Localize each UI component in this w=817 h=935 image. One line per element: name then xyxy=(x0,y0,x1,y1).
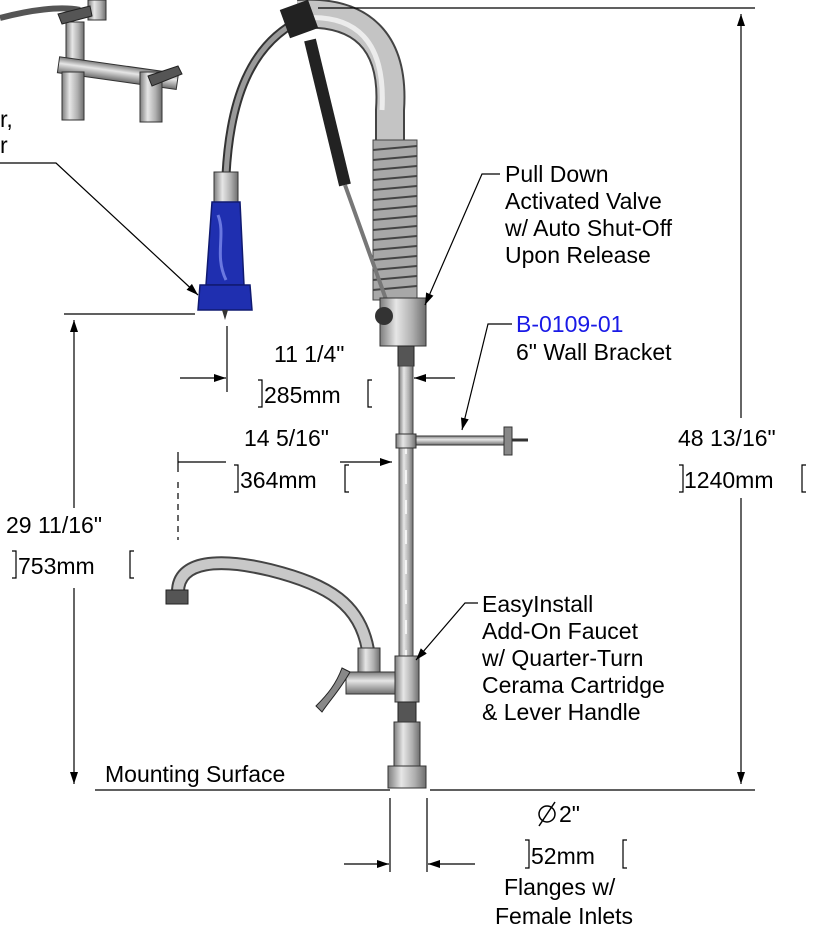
flange-diameter-imperial: 2" xyxy=(559,801,580,827)
add-on-faucet-leader xyxy=(415,602,478,661)
spray-valve-callout-line-2: r xyxy=(0,132,8,158)
spray-reach-metric: 285mm xyxy=(264,382,341,408)
diameter-symbol xyxy=(538,801,556,827)
spray-valve-leader xyxy=(0,162,199,296)
faucet-reach-metric-brackets xyxy=(234,464,349,493)
pull-down-valve-line-3: w/ Auto Shut-Off xyxy=(504,215,673,241)
faucet-reach-imperial: 14 5/16" xyxy=(244,425,329,451)
add-on-faucet xyxy=(165,556,420,723)
pull-down-valve-line-4: Upon Release xyxy=(505,242,651,268)
gooseneck xyxy=(279,0,406,160)
faucet-reach-metric: 364mm xyxy=(240,467,317,493)
add-on-faucet-line-4: Cerama Cartridge xyxy=(482,672,665,698)
valve-body xyxy=(375,297,427,367)
overall-height-imperial: 48 13/16" xyxy=(678,425,776,451)
flange-diameter-metric: 52mm xyxy=(531,843,595,869)
spring xyxy=(372,139,418,301)
spray-reach-metric-brackets xyxy=(258,379,372,408)
flange-label-line-2: Female Inlets xyxy=(495,903,633,929)
flange-diameter-metric-brackets xyxy=(525,839,627,869)
add-on-faucet-line-1: EasyInstall xyxy=(482,591,593,617)
wall-bracket-part-number: B-0109-01 xyxy=(516,311,623,337)
pull-down-valve-line-2: Activated Valve xyxy=(505,188,662,214)
spray-reach-imperial: 11 1/4" xyxy=(274,341,344,367)
spray-height-metric: 753mm xyxy=(18,553,95,579)
deck-faucet-partial xyxy=(0,0,183,123)
flange-label-line-1: Flanges w/ xyxy=(504,874,616,900)
overall-height-metric-brackets xyxy=(679,464,806,493)
spray-height-metric-brackets xyxy=(12,550,134,579)
spray-valve-callout-line-1: r, xyxy=(0,106,13,132)
flange xyxy=(387,721,427,789)
spray-valve xyxy=(197,171,253,320)
wall-bracket xyxy=(395,426,528,456)
mounting-surface-label: Mounting Surface xyxy=(105,761,285,787)
add-on-faucet-line-3: w/ Quarter-Turn xyxy=(481,645,643,671)
pull-down-valve-leader xyxy=(424,173,500,306)
balancer-arm xyxy=(304,38,390,306)
add-on-faucet-line-5: & Lever Handle xyxy=(482,699,641,725)
dimension-lines xyxy=(0,7,755,872)
overall-height-metric: 1240mm xyxy=(684,467,773,493)
spray-height-imperial: 29 11/16" xyxy=(6,512,102,538)
wall-bracket-leader xyxy=(460,323,512,431)
wall-bracket-description: 6" Wall Bracket xyxy=(516,339,672,365)
spray-hose xyxy=(221,15,303,176)
add-on-faucet-line-2: Add-On Faucet xyxy=(482,618,639,644)
pull-down-valve-line-1: Pull Down xyxy=(505,161,609,187)
